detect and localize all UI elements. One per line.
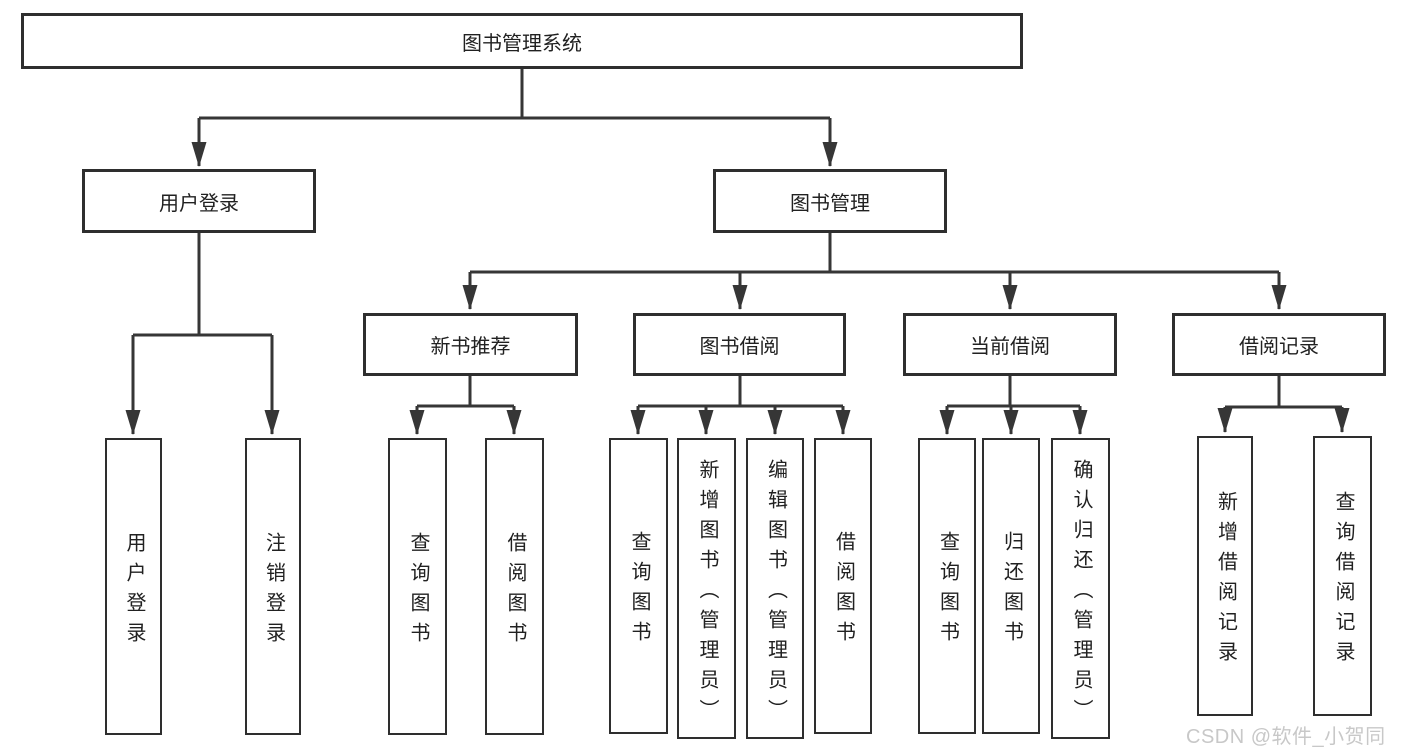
leaf-label: 借阅图书: [832, 531, 855, 651]
leaf-user-login: 用户登录: [105, 438, 162, 735]
leaf-query-books-borrowing: 查询图书: [609, 438, 668, 734]
leaf-query-books-current: 查询图书: [918, 438, 976, 734]
node-label: 图书借阅: [699, 336, 780, 358]
leaf-label: 新增图书（管理员）: [696, 458, 718, 729]
leaf-label: 编辑图书（管理员）: [764, 458, 787, 729]
node-label: 用户登录: [159, 192, 239, 215]
leaf-return-books: 归还图书: [982, 438, 1040, 734]
leaf-borrow-books-recommend: 借阅图书: [485, 438, 544, 735]
leaf-edit-book-admin: 编辑图书（管理员）: [746, 438, 804, 739]
leaf-label: 查询图书: [936, 531, 959, 651]
leaf-add-borrow-record: 新增借阅记录: [1197, 436, 1253, 716]
leaf-label: 归还图书: [1000, 531, 1023, 651]
leaf-logout: 注销登录: [245, 438, 301, 735]
node-label: 新书推荐: [430, 336, 511, 358]
leaf-label: 新增借阅记录: [1214, 491, 1237, 671]
leaf-query-books-recommend: 查询图书: [388, 438, 447, 735]
node-book-borrowing: 图书借阅: [633, 313, 846, 376]
leaf-label: 查询图书: [407, 531, 429, 652]
node-user-login: 用户登录: [82, 169, 316, 233]
leaf-label: 借阅图书: [504, 531, 526, 652]
leaf-label: 查询图书: [628, 531, 650, 651]
leaf-query-borrow-record: 查询借阅记录: [1313, 436, 1372, 716]
node-label: 图书管理系统: [462, 32, 582, 55]
node-borrowing-records: 借阅记录: [1172, 313, 1386, 376]
leaf-label: 用户登录: [123, 531, 145, 652]
node-book-management: 图书管理: [713, 169, 947, 233]
node-label: 当前借阅: [970, 336, 1050, 358]
node-new-book-recommendation: 新书推荐: [363, 313, 578, 376]
node-library-management-system: 图书管理系统: [21, 13, 1023, 69]
node-current-borrowing: 当前借阅: [903, 313, 1117, 376]
leaf-borrow-books-borrowing: 借阅图书: [814, 438, 872, 734]
leaf-add-book-admin: 新增图书（管理员）: [677, 438, 736, 739]
leaf-label: 查询借阅记录: [1332, 491, 1354, 671]
leaf-label: 注销登录: [262, 531, 285, 652]
leaf-confirm-return-admin: 确认归还（管理员）: [1051, 438, 1110, 739]
node-label: 借阅记录: [1239, 336, 1319, 358]
node-label: 图书管理: [790, 192, 870, 215]
leaf-label: 确认归还（管理员）: [1070, 458, 1092, 729]
